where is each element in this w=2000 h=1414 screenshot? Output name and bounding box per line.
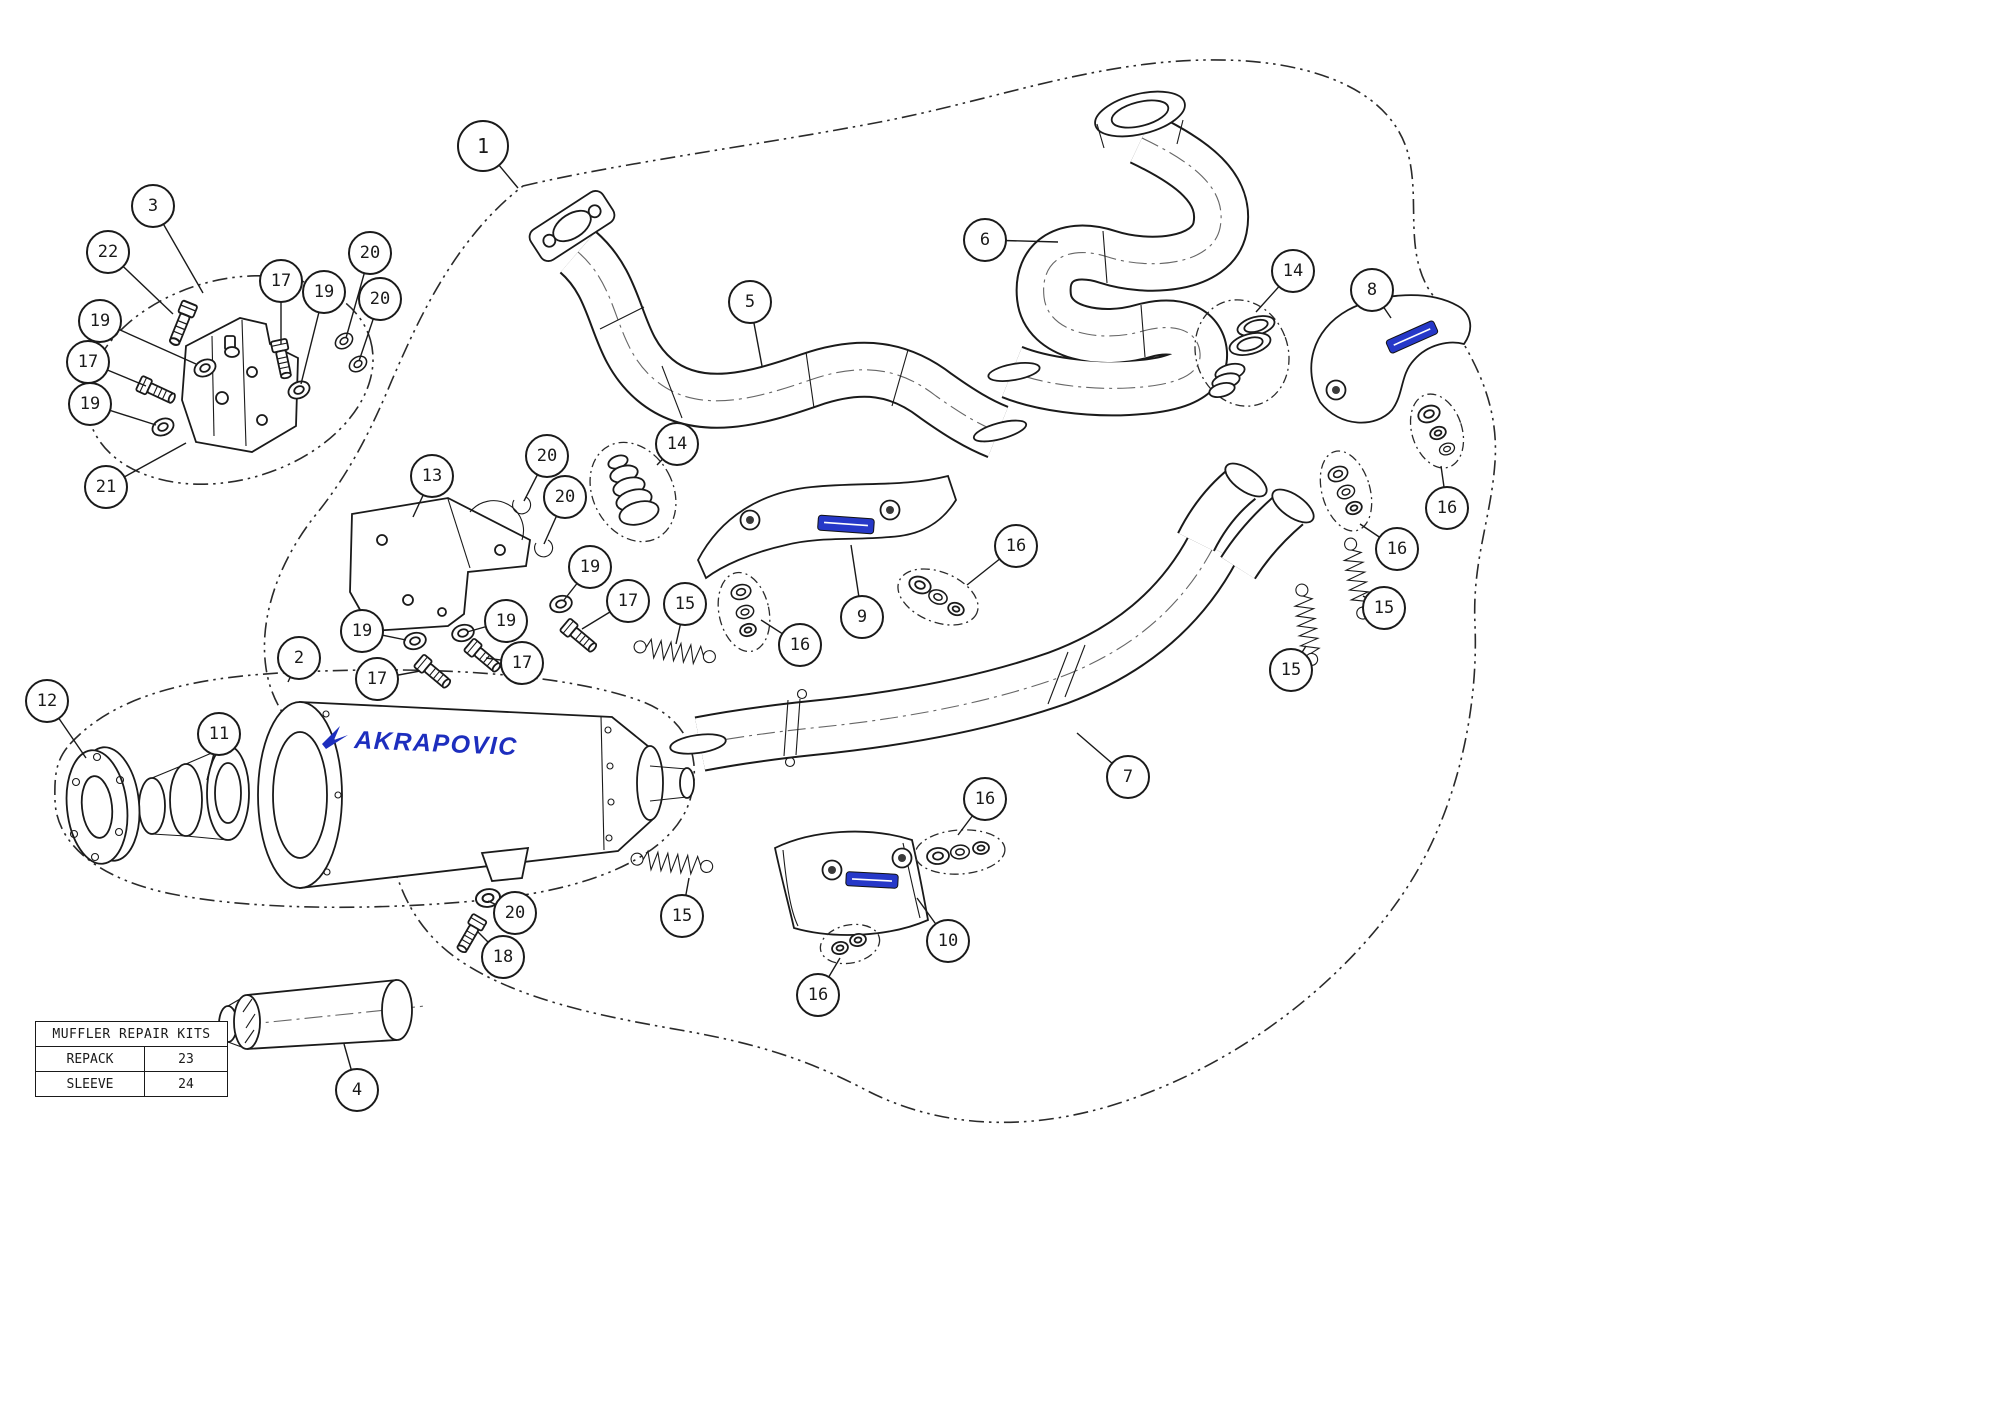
callout-16: 16	[963, 777, 1007, 821]
clip-20	[512, 496, 532, 515]
callout-20: 20	[493, 891, 537, 935]
muffler-body: AKRAPOVIC	[257, 701, 695, 890]
callout-4: 4	[335, 1068, 379, 1112]
callout-20: 20	[358, 277, 402, 321]
hardware-group	[819, 923, 881, 965]
callout-19: 19	[568, 545, 612, 589]
callout-19: 19	[78, 299, 122, 343]
akrapovic-badge	[817, 514, 875, 535]
callout-17: 17	[500, 641, 544, 685]
spring-hook	[784, 756, 796, 768]
callout-17: 17	[66, 340, 110, 384]
repack-sleeve	[211, 979, 426, 1050]
repair-kits-table: MUFFLER REPAIR KITS REPACK 23 SLEEVE 24	[35, 1021, 228, 1097]
callout-20: 20	[348, 231, 392, 275]
callout-1: 1	[457, 120, 509, 172]
hardware-group	[1319, 450, 1373, 532]
callout-15: 15	[660, 894, 704, 938]
hardware-group	[897, 568, 979, 626]
muffler-group-outline	[54, 669, 696, 909]
callout-6: 6	[963, 218, 1007, 262]
akrapovic-badge	[1385, 320, 1439, 354]
callout-19: 19	[68, 382, 112, 426]
header-pipe-left	[528, 190, 1028, 458]
muffler-outlet	[679, 767, 695, 799]
callout-16: 16	[1375, 527, 1419, 571]
callout-14: 14	[655, 422, 699, 466]
callout-19: 19	[302, 270, 346, 314]
hardware-group	[717, 571, 771, 653]
callout-16: 16	[1425, 486, 1469, 530]
end-cap-ring	[65, 746, 141, 865]
akrapovic-logo-icon	[322, 726, 348, 749]
header-pipe-right	[987, 90, 1250, 417]
callout-18: 18	[481, 935, 525, 979]
clip-20	[534, 539, 554, 558]
callout-16: 16	[778, 623, 822, 667]
callout-17: 17	[259, 259, 303, 303]
callout-12: 12	[25, 679, 69, 723]
callout-10: 10	[926, 919, 970, 963]
callout-9: 9	[840, 595, 884, 639]
callout-21: 21	[84, 465, 128, 509]
callout-22: 22	[86, 230, 130, 274]
pipe-flange-left	[528, 190, 616, 262]
inlet-cone	[138, 745, 250, 841]
kit-part-number: 24	[144, 1071, 228, 1097]
table-row: SLEEVE 24	[35, 1071, 228, 1097]
collector-link-pipe	[669, 462, 1315, 772]
callout-3: 3	[131, 184, 175, 228]
gasket-kit-left	[589, 441, 677, 543]
callout-15: 15	[1362, 586, 1406, 630]
heat-shield-mid	[697, 474, 957, 580]
callout-8: 8	[1350, 268, 1394, 312]
muffler-hanger-tab	[480, 846, 530, 882]
callout-19: 19	[484, 599, 528, 643]
callout-17: 17	[355, 657, 399, 701]
callout-11: 11	[197, 712, 241, 756]
callout-13: 13	[410, 454, 454, 498]
callout-20: 20	[543, 475, 587, 519]
callout-7: 7	[1106, 755, 1150, 799]
callout-5: 5	[728, 280, 772, 324]
callout-15: 15	[663, 582, 707, 626]
callout-20: 20	[525, 434, 569, 478]
table-row: REPACK 23	[35, 1046, 228, 1072]
kit-part-number: 23	[144, 1046, 228, 1072]
gasket-kit-right	[1194, 299, 1290, 407]
callout-2: 2	[277, 636, 321, 680]
heat-shield-bottom	[773, 830, 930, 936]
spring-hook	[796, 688, 808, 700]
repair-kits-title: MUFFLER REPAIR KITS	[35, 1021, 228, 1047]
callout-16: 16	[994, 524, 1038, 568]
kit-label: SLEEVE	[35, 1071, 145, 1097]
callout-17: 17	[606, 579, 650, 623]
kit-label: REPACK	[35, 1046, 145, 1072]
callout-15: 15	[1269, 648, 1313, 692]
pipe-flange-right	[1094, 90, 1186, 138]
callout-19: 19	[340, 609, 384, 653]
akrapovic-badge	[845, 871, 899, 889]
callout-14: 14	[1271, 249, 1315, 293]
outer-boundary-outline	[263, 59, 1497, 1124]
mount-bracket	[181, 317, 299, 453]
clamp-bracket	[349, 497, 531, 632]
hardware-group	[914, 829, 1006, 875]
callout-16: 16	[796, 973, 840, 1017]
heat-shield-right	[1310, 294, 1472, 424]
